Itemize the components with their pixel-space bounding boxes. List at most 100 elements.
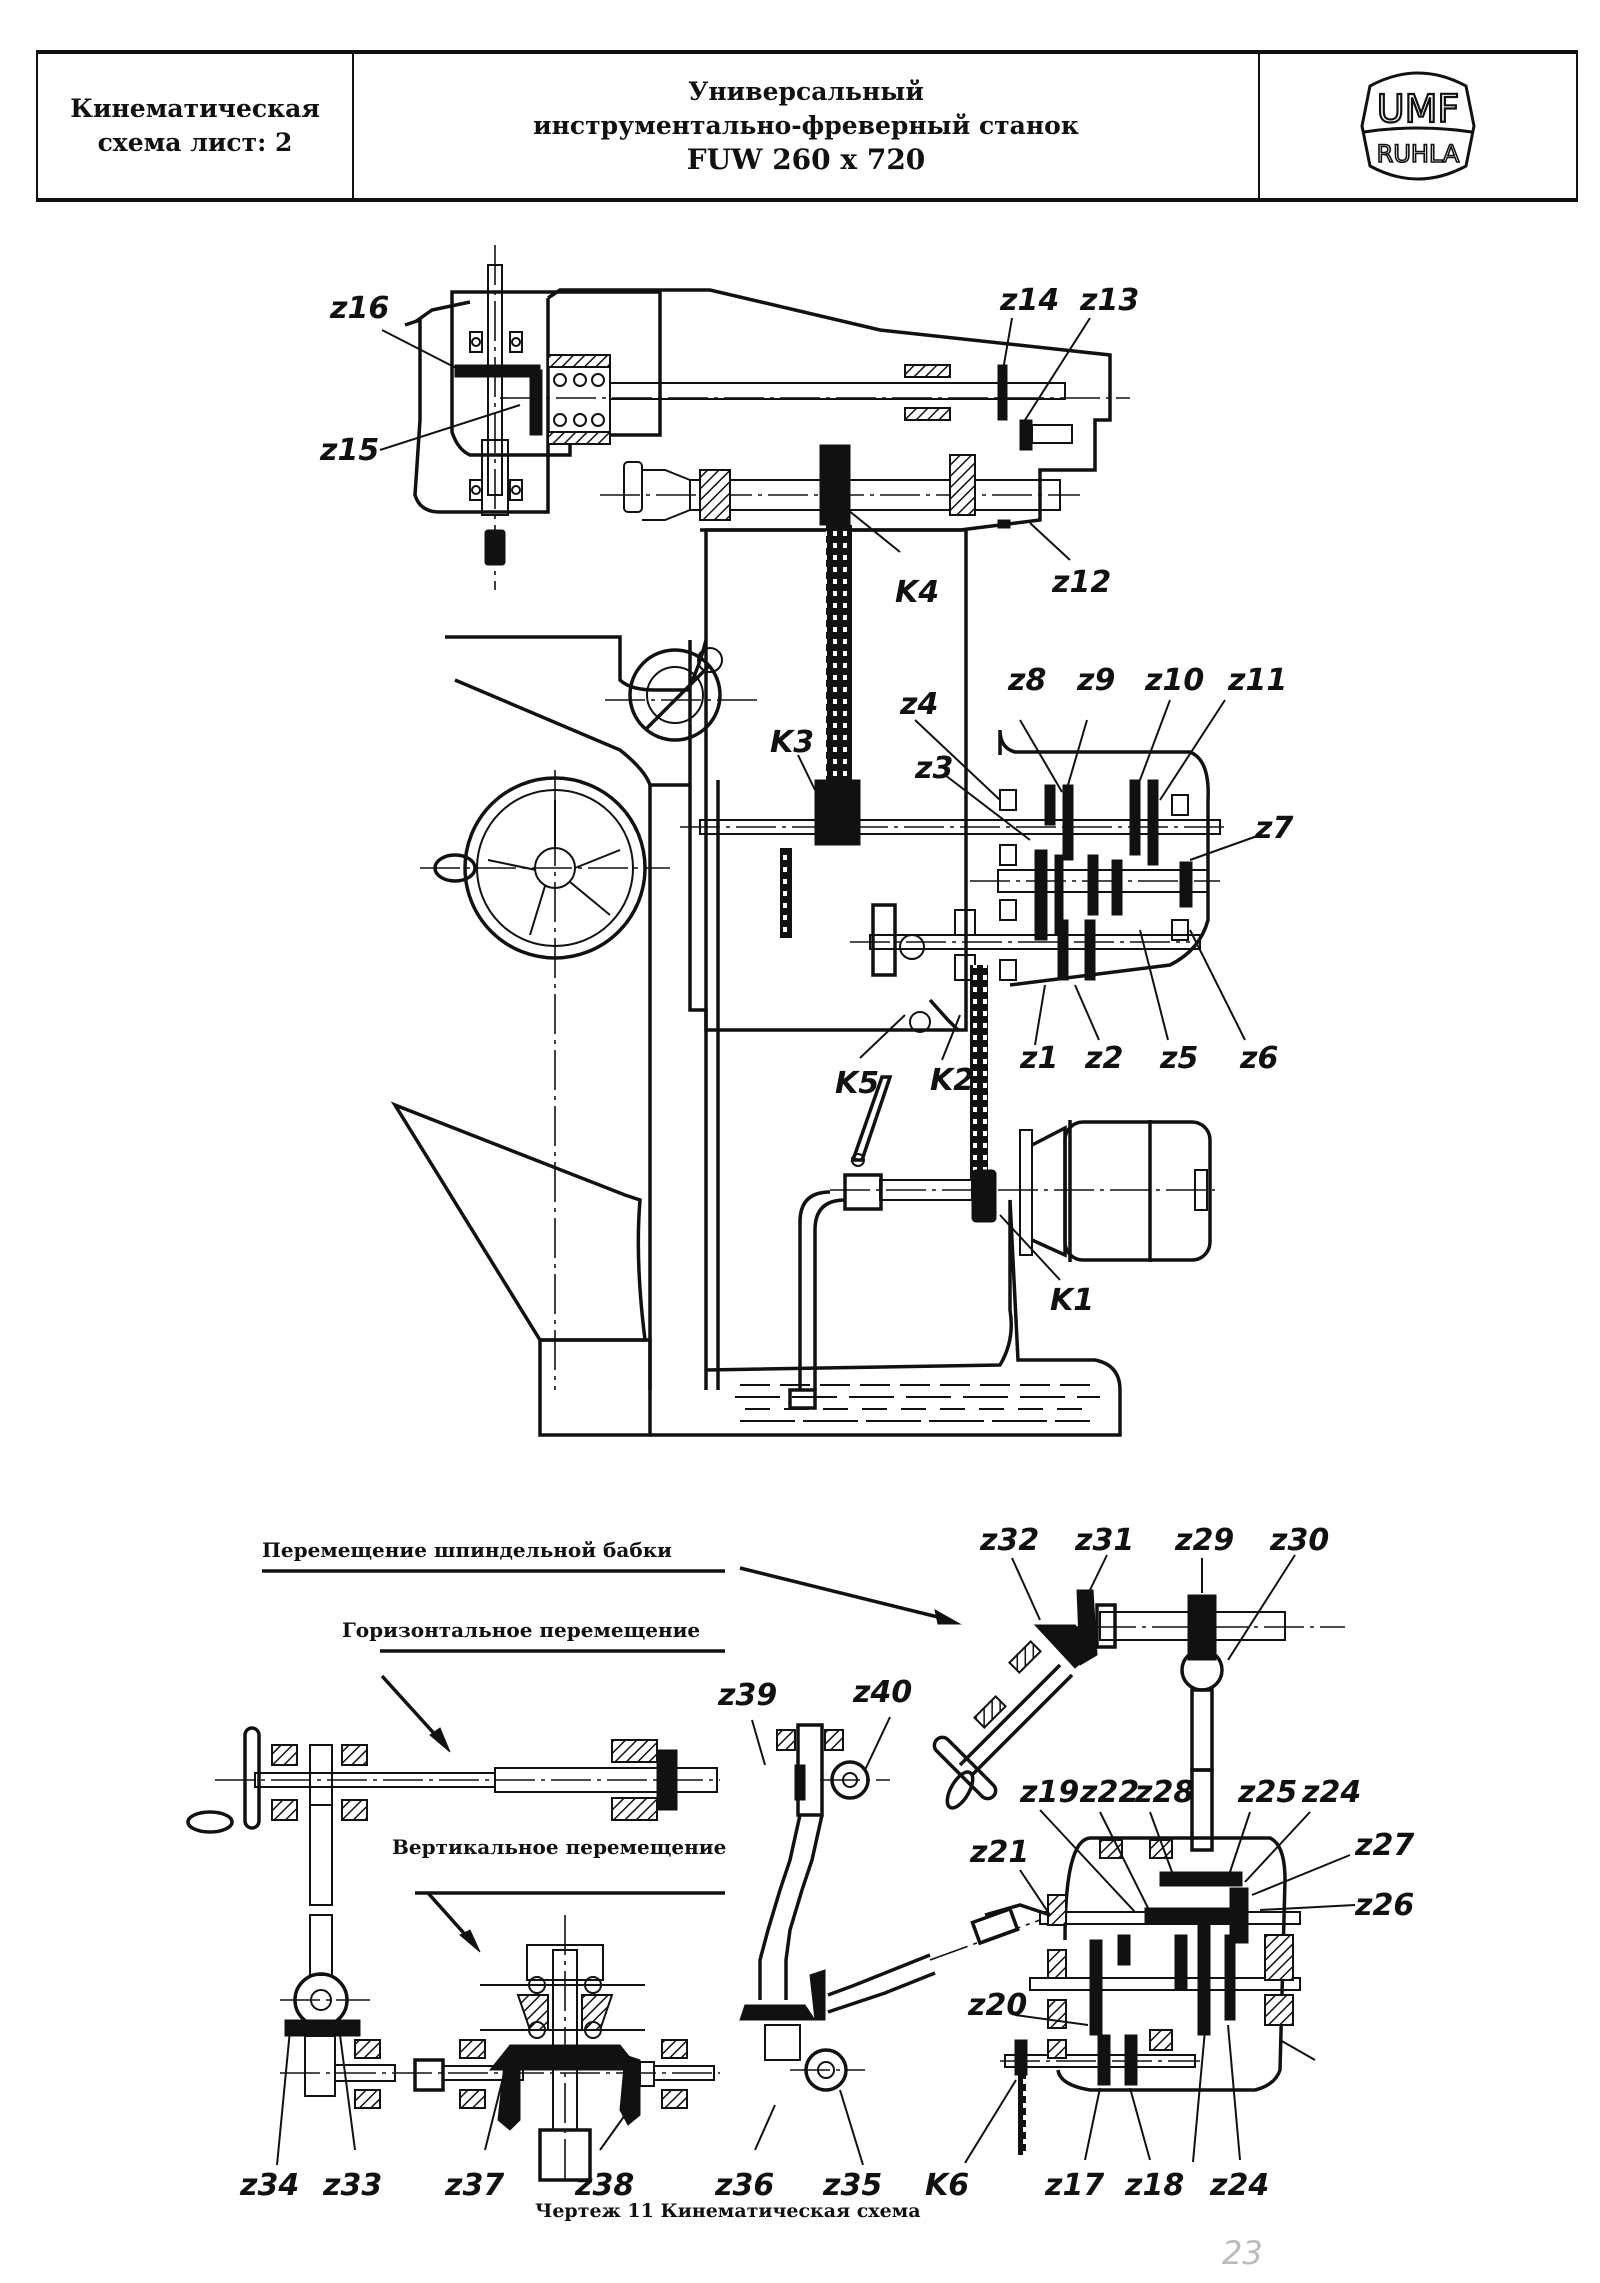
label-z9: z9 (1076, 663, 1115, 698)
label-z24-top: z24 (1301, 1775, 1361, 1810)
chain-k2 (970, 965, 988, 1180)
gear-z15 (529, 369, 543, 436)
label-z3: z3 (914, 751, 953, 786)
logo-ruhla-text: RUHLA (1377, 140, 1460, 168)
logo-umf-text: UMF (1377, 87, 1459, 131)
feed-gearbox-housing (1056, 1836, 1287, 2092)
gear-z11 (1147, 779, 1159, 866)
electric-motor (1063, 1120, 1212, 1262)
label-z25: z25 (1237, 1775, 1297, 1810)
gearbox-housing (998, 729, 1210, 987)
gear-z19-z22 (1144, 1907, 1241, 1925)
coolant-pump (788, 1388, 817, 1410)
gear-z13 (1019, 419, 1033, 451)
gear-z6 (1111, 859, 1123, 916)
label-z7: z7 (1254, 811, 1293, 846)
label-z8: z8 (1007, 663, 1046, 698)
label-z38: z38 (574, 2168, 634, 2203)
gear-z18 (1124, 2034, 1138, 2086)
gear-z18-z24 (1197, 1924, 1211, 2036)
vertical-movement-scheme (480, 1915, 715, 2182)
label-k3: K3 (770, 725, 814, 760)
table-top (445, 635, 708, 692)
gear-z9 (1062, 784, 1074, 861)
title-block: Кинематическая схема лист: 2 Универсальн… (36, 50, 1578, 202)
machine-model: FUW 260 x 720 (686, 143, 926, 176)
sheet-label: Кинематическая схема лист: 2 (38, 54, 354, 198)
clutch-k5-body (871, 903, 897, 977)
label-z18: z18 (1124, 2168, 1184, 2203)
gear-z1 (1057, 919, 1069, 981)
feed-transmission-scheme (739, 1723, 1041, 2092)
label-z13: z13 (1079, 283, 1139, 318)
label-k4: K4 (895, 575, 939, 610)
sheet-label-line2: схема лист: 2 (97, 128, 293, 157)
label-z30: z30 (1269, 1523, 1329, 1558)
part-labels-lower: z32 z31 z29 z30 z39 z40 z19 z22 z28 z25 … (239, 1523, 1414, 2203)
coupling (413, 2058, 445, 2092)
gear-z16 (454, 364, 541, 378)
head-body (404, 298, 550, 514)
gear-z3 (1034, 849, 1048, 941)
bevel-gear-z31 (1076, 1589, 1098, 1666)
label-k6: K6 (925, 2168, 969, 2203)
sprocket-k3 (814, 779, 861, 846)
gear-z39 (794, 1764, 806, 1801)
label-z10: z10 (1144, 663, 1204, 698)
gear-z10 (1129, 779, 1141, 856)
gear-z2 (1084, 919, 1096, 981)
gear-z7 (1179, 861, 1193, 908)
label-k5: K5 (835, 1066, 879, 1101)
coolant-tap-lever[interactable] (850, 1075, 893, 1162)
umf-ruhla-logo-icon: UMF RUHLA (1360, 71, 1476, 181)
label-z34: z34 (239, 2168, 299, 2203)
label-z35: z35 (822, 2168, 882, 2203)
upper-horizontal-shaft (609, 382, 1066, 400)
figure-caption: Чертеж 11 Кинематическая схема (535, 2200, 921, 2222)
feed-handwheel-small[interactable] (628, 648, 722, 742)
caption-vertical-movement: Вертикальное перемещение (392, 1835, 727, 1859)
label-z16: z16 (329, 291, 389, 326)
label-z24-bottom: z24 (1209, 2168, 1269, 2203)
drawing-title: Универсальный инструментально-фреверный … (354, 54, 1260, 198)
overarm-housing (547, 288, 1112, 532)
feed-shaft-2 (1029, 1977, 1301, 1991)
motor-flange (1031, 1125, 1067, 1258)
label-z19: z19 (1019, 1775, 1079, 1810)
label-z29: z29 (1174, 1523, 1234, 1558)
label-k1: K1 (1050, 1283, 1094, 1318)
pump-housing (843, 1173, 883, 1211)
umf-logo: UMF RUHLA (1260, 54, 1576, 198)
gear-z28-z25 (1159, 1871, 1243, 1887)
sprocket-k4 (819, 444, 851, 526)
gear-z5 (1087, 854, 1099, 916)
label-z6: z6 (1239, 1041, 1278, 1076)
label-z22: z22 (1079, 1775, 1139, 1810)
label-z12: z12 (1051, 565, 1111, 600)
machine-column (390, 525, 1122, 1437)
spindle-head-movement-scheme (931, 1589, 1345, 1852)
caption-lines (262, 1566, 962, 1953)
label-z40: z40 (852, 1675, 912, 1710)
spindle-tool (484, 529, 506, 566)
caption-spindle-head-movement: Перемещение шпиндельной бабки (262, 1538, 672, 1562)
horizontal-movement-scheme (186, 1726, 720, 2109)
gear-z38 (619, 2054, 641, 2126)
clutch-k5-pin (899, 934, 925, 960)
gear-z8 (1044, 784, 1056, 826)
label-z5: z5 (1159, 1041, 1198, 1076)
label-z4: z4 (899, 687, 938, 722)
table-handwheel[interactable] (420, 770, 670, 1390)
label-k2: K2 (930, 1063, 974, 1098)
page-number: 23 (1222, 2234, 1263, 2272)
bevel-gear-z36 (739, 2004, 816, 2021)
machine-upper-view (404, 245, 1130, 590)
title-line1: Универсальный (688, 77, 924, 106)
spindle-head-crank[interactable] (931, 1734, 999, 1802)
sprocket-k6 (1014, 2039, 1028, 2076)
label-z2: z2 (1084, 1041, 1123, 1076)
adjustment-knob[interactable] (623, 461, 643, 513)
label-z26: z26 (1354, 1888, 1414, 1923)
horizontal-crank-handle[interactable] (243, 1726, 261, 1830)
label-z39: z39 (717, 1678, 777, 1713)
